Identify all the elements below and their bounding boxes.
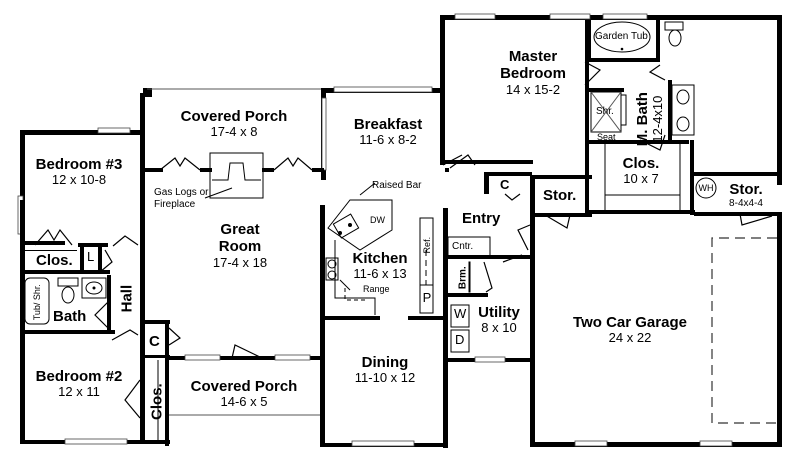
water-heater-label: WH xyxy=(698,183,714,193)
water-heater xyxy=(695,177,717,199)
porch-post xyxy=(143,88,152,97)
room-dimensions: 17-4 x 8 xyxy=(210,124,258,140)
room-name: Bedroom #3 xyxy=(35,156,123,173)
room-master-bedroom: Master Bedroom 14 x 15-2 xyxy=(478,48,588,97)
room-covered-porch-front: Covered Porch 14-6 x 5 xyxy=(180,378,308,410)
hall-coat-closet-label: C xyxy=(149,333,160,350)
garden-tub xyxy=(593,21,651,53)
room-storage-right: Stor. 8-4x4-4 xyxy=(718,181,774,210)
room-name: Bedroom #2 xyxy=(35,368,123,385)
room-utility: Utility 8 x 10 xyxy=(474,304,524,336)
dishwasher-label: DW xyxy=(370,215,385,225)
bedroom2-closet-label: Clos. xyxy=(148,383,166,420)
washer-label: W xyxy=(454,306,467,321)
room-garage: Two Car Garage 24 x 22 xyxy=(565,314,695,346)
room-storage-center: Stor. xyxy=(543,187,577,204)
room-name: M. Bath xyxy=(633,92,651,147)
room-name-line2: Bedroom xyxy=(500,65,566,83)
room-dimensions: 14 x 15-2 xyxy=(505,81,561,97)
room-breakfast: Breakfast 11-6 x 8-2 xyxy=(340,116,436,148)
shower-label: Shr. xyxy=(596,106,614,117)
room-name: Covered Porch xyxy=(190,378,298,395)
fireplace-annotation: Gas Logs or Fireplace xyxy=(154,187,208,210)
room-name-line1: Master xyxy=(508,48,558,65)
room-kitchen: Kitchen 11-6 x 13 xyxy=(350,250,410,282)
room-name: Covered Porch xyxy=(180,108,288,125)
room-dimensions: 12 x 11 xyxy=(58,384,100,400)
room-dimensions: 11-6 x 13 xyxy=(353,266,407,282)
room-bedroom3: Bedroom #3 12 x 10-8 xyxy=(28,156,130,188)
room-dimensions: 14-6 x 5 xyxy=(220,394,268,410)
room-dining: Dining 11-10 x 12 xyxy=(340,354,430,386)
room-dimensions: 11-10 x 12 xyxy=(354,370,416,386)
room-name: Two Car Garage xyxy=(573,314,687,331)
room-dimensions: 17-4 x 18 xyxy=(212,254,268,270)
room-bath: Bath xyxy=(53,308,87,325)
room-name: Breakfast xyxy=(353,116,423,133)
room-dimensions: 8-4x4-4 xyxy=(729,198,763,210)
room-bedroom2: Bedroom #2 12 x 11 xyxy=(28,368,130,400)
refrigerator-label: Ref. xyxy=(421,236,432,254)
annotation-line: Fireplace xyxy=(154,198,196,210)
room-dimensions: 12 x 10-8 xyxy=(51,172,107,188)
room-name: Dining xyxy=(361,354,409,371)
fireplace xyxy=(209,152,264,199)
room-great-room: Great Room 17-4 x 18 xyxy=(180,221,300,270)
raised-bar-annotation: Raised Bar xyxy=(372,180,422,191)
counter-label: Cntr. xyxy=(452,241,474,252)
room-dimensions: 8 x 10 xyxy=(481,320,517,336)
range-annotation: Range xyxy=(363,284,390,294)
room-covered-porch-rear: Covered Porch 17-4 x 8 xyxy=(168,108,300,140)
pantry-label: P xyxy=(422,290,432,305)
dryer-label: D xyxy=(455,332,465,347)
room-name: Stor. xyxy=(729,181,763,198)
room-entry: Entry xyxy=(462,210,501,227)
broom-closet-label: Brm. xyxy=(457,266,469,290)
room-dimensions: 24 x 22 xyxy=(608,330,652,346)
room-master-bath: M. Bath 12-4x10 xyxy=(634,89,666,149)
bedroom3-closet-label: Clos. xyxy=(36,252,73,269)
entry-coat-closet-label: C xyxy=(500,177,510,192)
room-name: Clos. xyxy=(622,155,660,172)
room-dimensions: 11-6 x 8-2 xyxy=(359,132,417,148)
room-name-line1: Great xyxy=(220,221,260,238)
garden-tub-label: Garden Tub xyxy=(595,31,648,42)
linen-closet-label: L xyxy=(87,249,95,264)
room-name: Utility xyxy=(478,304,520,321)
room-dimensions: 10 x 7 xyxy=(623,171,659,187)
tub-shower-label: Tub/ Shr. xyxy=(31,284,42,321)
room-hall: Hall xyxy=(118,284,136,313)
shower-seat-label: Seat xyxy=(597,132,616,142)
room-master-closet: Clos. 10 x 7 xyxy=(612,155,670,187)
annotation-line: Gas Logs or xyxy=(154,187,209,198)
room-dimensions: 12-4x10 xyxy=(650,95,666,143)
room-name: Kitchen xyxy=(352,250,408,267)
room-name-line2: Room xyxy=(218,238,262,256)
